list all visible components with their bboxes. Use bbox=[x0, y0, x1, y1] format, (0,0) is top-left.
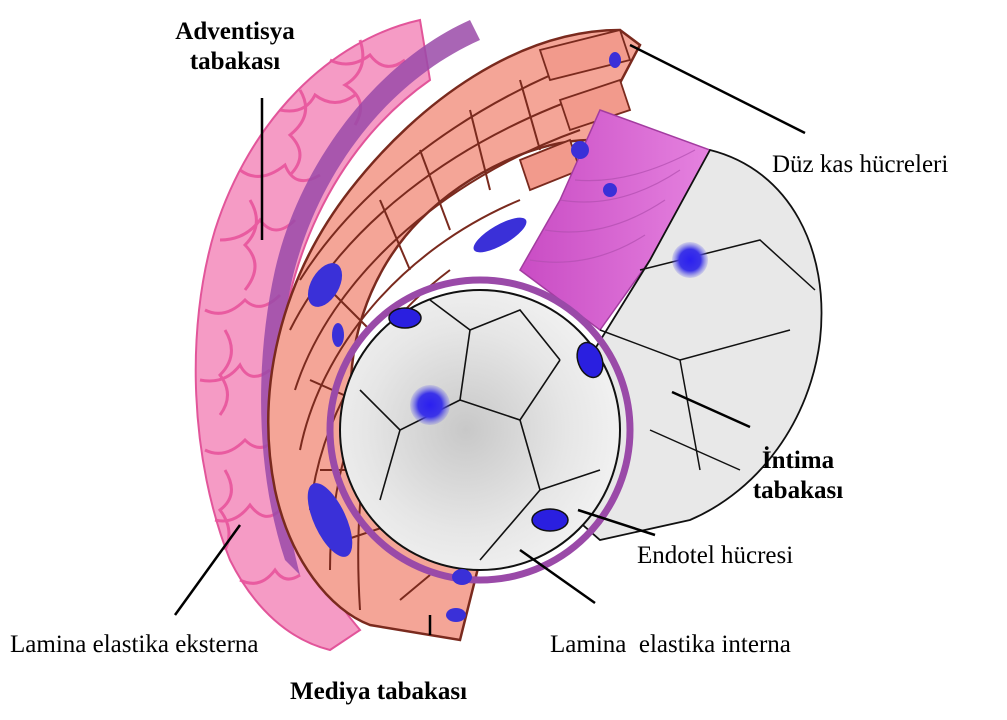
label-intima-line2: tabakası bbox=[728, 476, 868, 506]
nucleus bbox=[609, 52, 621, 68]
nucleus bbox=[389, 308, 421, 328]
label-adventisya: Adventisya tabakası bbox=[145, 17, 325, 77]
nucleus bbox=[603, 183, 617, 197]
nucleus bbox=[532, 509, 568, 531]
nucleus bbox=[452, 569, 472, 585]
label-duz-kas: Düz kas hücreleri bbox=[772, 150, 948, 180]
label-lamina-eksterna: Lamina elastika eksterna bbox=[10, 630, 259, 660]
label-lamina-interna: Lamina elastika interna bbox=[550, 630, 791, 660]
nucleus bbox=[410, 385, 450, 425]
label-adventisya-line1: Adventisya bbox=[145, 17, 325, 47]
lumen bbox=[330, 280, 630, 580]
label-endotel: Endotel hücresi bbox=[637, 541, 793, 571]
label-intima-line1: İntima bbox=[728, 446, 868, 476]
label-mediya: Mediya tabakası bbox=[290, 677, 467, 707]
label-adventisya-line2: tabakası bbox=[145, 47, 325, 77]
nucleus bbox=[446, 608, 466, 622]
nucleus bbox=[469, 211, 531, 258]
leader-duz-kas bbox=[630, 45, 805, 133]
nucleus bbox=[672, 242, 708, 278]
leader-lamina-eksterna bbox=[175, 525, 240, 615]
label-intima: İntima tabakası bbox=[728, 446, 868, 506]
nucleus bbox=[571, 141, 589, 159]
nucleus bbox=[332, 323, 344, 347]
